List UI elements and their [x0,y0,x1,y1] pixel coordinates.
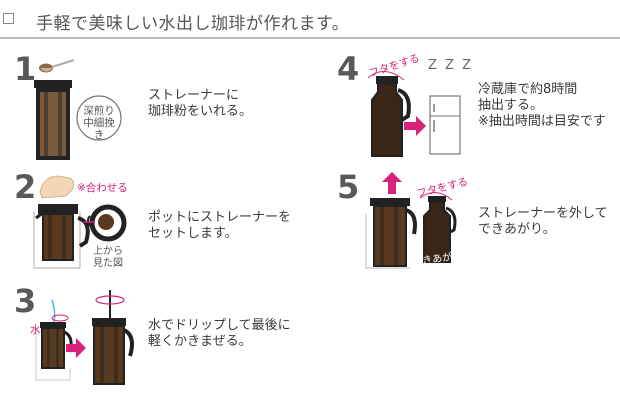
align-note: ※合わせる [77,182,128,194]
zzz-text: Z Z Z [428,58,473,73]
page-title: 手軽で美味しい水出し珈琲が作れます。 [36,14,350,34]
arrow-right-icon [404,116,426,136]
top-view-caption: 上から 見た図 [93,246,123,269]
roast-badge: 深煎り 中細挽き [83,105,115,141]
strainer-icon [34,80,72,160]
step-4-text: 冷蔵庫で約8時間 抽出する。 ※抽出時間は目安です [478,82,606,129]
closed-pot-icon [371,76,411,157]
fridge-icon [429,95,461,155]
arrow-right-icon [66,338,86,358]
checkbox-icon [3,13,14,24]
small-pot-icon [35,322,73,381]
step-5-number: 5 [337,168,360,206]
step-3-number: 3 [14,282,37,320]
step-2-text: ポットにストレーナーを セットします。 [148,210,292,241]
step-5-text: ストレーナーを外して できあがり。 [478,206,608,237]
finished-pot-icon [419,192,457,263]
header-divider [0,37,620,39]
hand-icon [39,175,74,199]
stir-pot-icon [92,290,134,385]
step-1-text: ストレーナーに 珈琲粉をいれる。 [148,88,253,119]
step-3-text: 水でドリップして最後に 軽くかきまぜる。 [148,318,291,349]
pot-icon [33,204,90,269]
badge-circle [76,95,122,141]
step-1-number: 1 [14,50,37,88]
spoon-icon [39,59,75,73]
step-4-number: 4 [337,50,360,88]
lifted-strainer-icon [365,198,417,269]
header: 手軽で美味しい水出し珈琲が作れます。 [0,0,620,39]
arrow-up-icon [382,172,402,194]
step-2-number: 2 [14,168,37,206]
top-view-icon [84,204,127,242]
water-label: 水 [30,324,41,336]
